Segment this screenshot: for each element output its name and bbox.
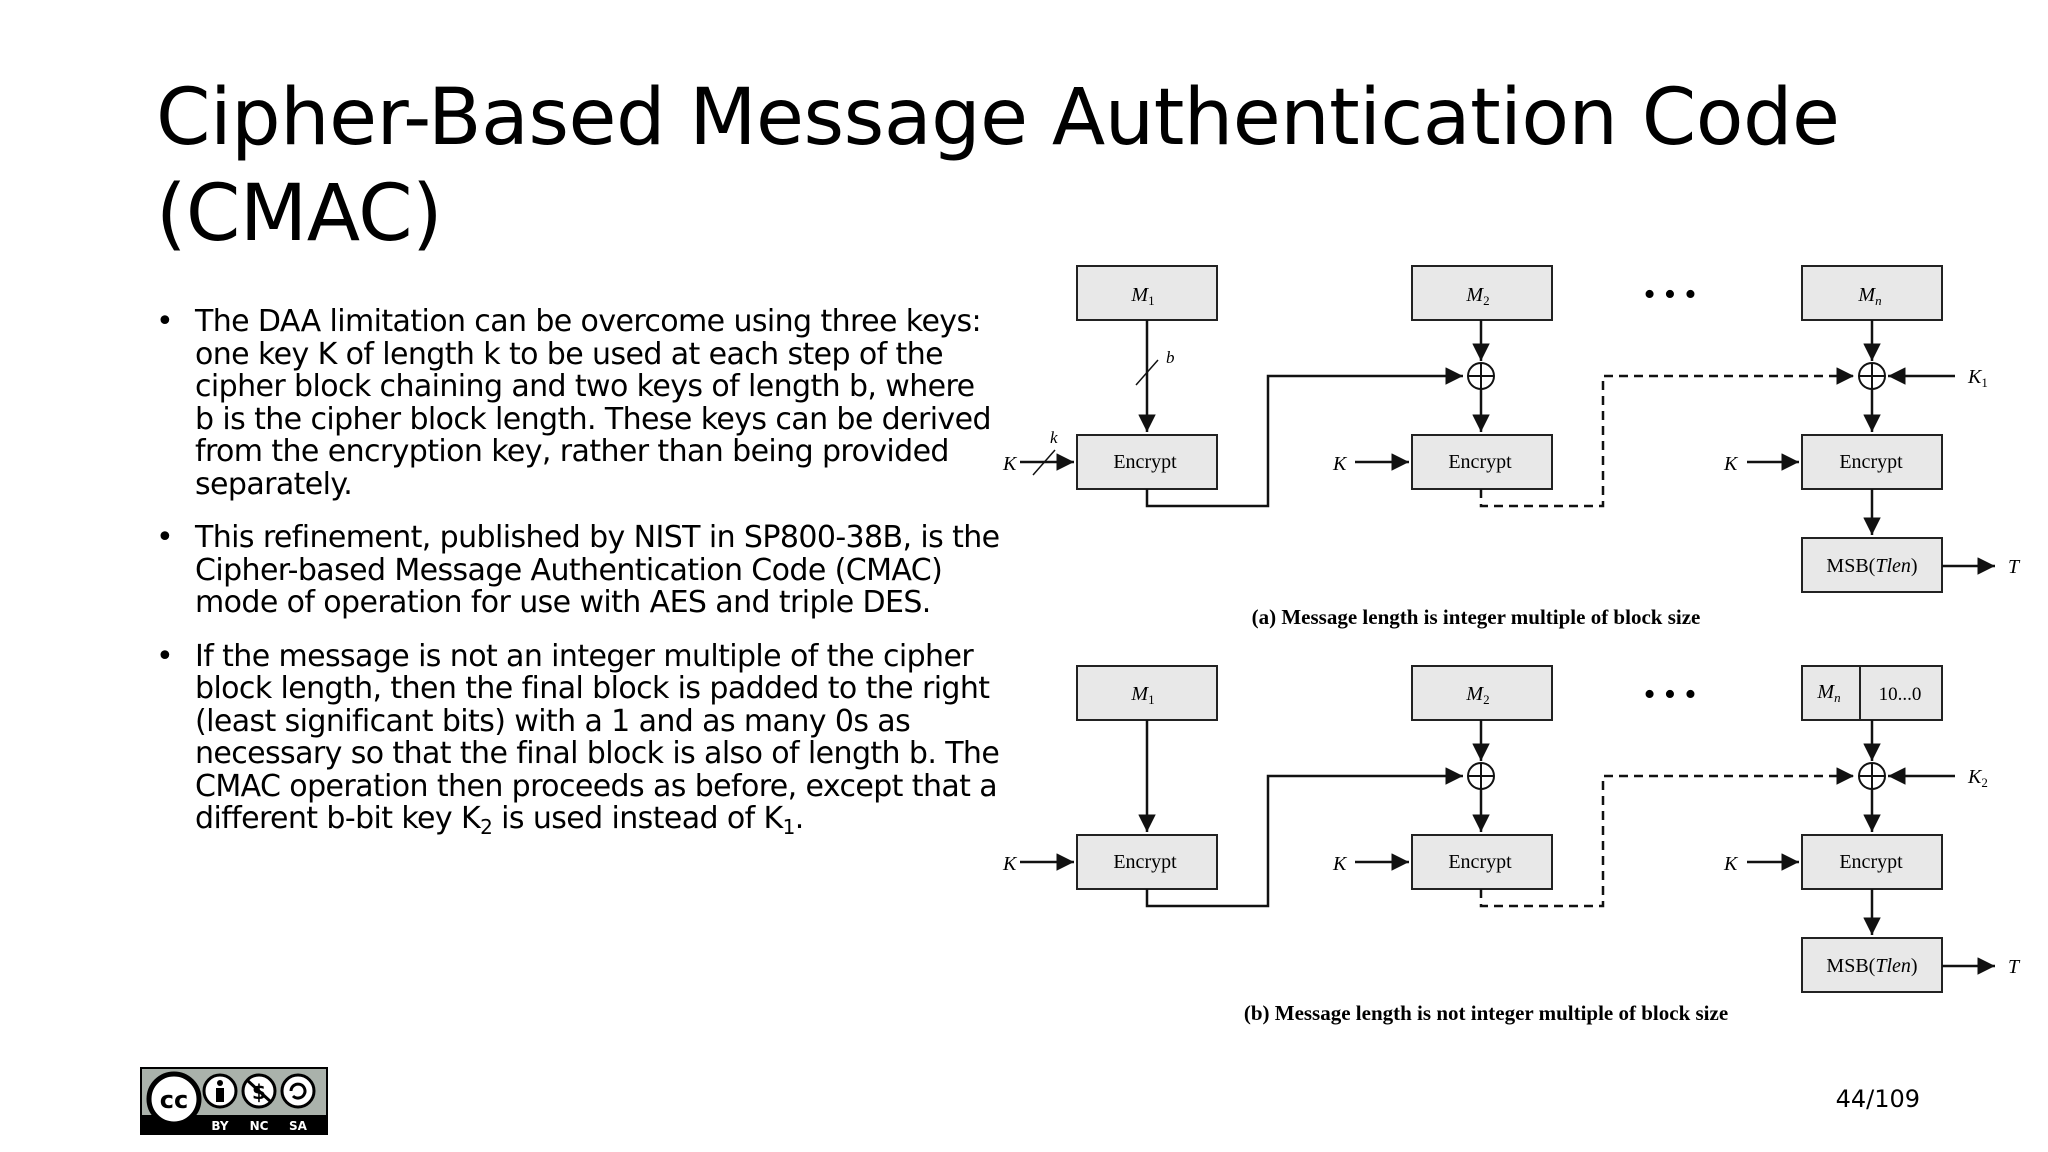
svg-text:Encrypt: Encrypt — [1113, 451, 1177, 473]
message-block-m1 — [1076, 665, 1218, 721]
svg-text:K1: K1 — [1967, 366, 1988, 390]
svg-text:MSB(Tlen): MSB(Tlen) — [1826, 955, 1917, 977]
bullet-text: If the message is not an integer multipl… — [195, 638, 1000, 839]
cc-by-nc-sa-icon: cc $ BY NC SA — [140, 1067, 328, 1135]
caption-a: (a) Message length is integer multiple o… — [1252, 605, 1701, 629]
svg-text:Encrypt: Encrypt — [1839, 451, 1903, 473]
svg-text:M1: M1 — [1130, 284, 1154, 308]
bullet-item: • This refinement, published by NIST in S… — [150, 520, 1000, 620]
svg-text:K: K — [1002, 453, 1018, 475]
svg-text:M2: M2 — [1465, 683, 1489, 707]
svg-text:Mn: Mn — [1857, 284, 1881, 308]
svg-text:Mn: Mn — [1816, 681, 1840, 705]
bullet-dot: • — [156, 638, 174, 674]
bullet-item: • If the message is not an integer multip… — [150, 638, 1000, 839]
svg-text:MSB(Tlen): MSB(Tlen) — [1826, 555, 1917, 577]
svg-text:M1: M1 — [1130, 683, 1154, 707]
svg-text:b: b — [1166, 348, 1175, 367]
message-block-m2 — [1411, 665, 1553, 721]
svg-text:Encrypt: Encrypt — [1448, 451, 1512, 473]
cmac-diagram: M1 M2 • • • Mn Encrypt Encrypt Encrypt M… — [980, 245, 2048, 1045]
bullet-item: • The DAA limitation can be overcome usin… — [150, 304, 1000, 502]
encrypt-block — [1411, 834, 1553, 890]
message-block-mn — [1801, 265, 1943, 321]
page-number: 44/109 — [1835, 1085, 1920, 1113]
svg-text:k: k — [1050, 428, 1058, 447]
caption-b: (b) Message length is not integer multip… — [1244, 1001, 1728, 1025]
svg-text:Encrypt: Encrypt — [1113, 851, 1177, 873]
msb-block — [1801, 937, 1943, 993]
message-block-m2 — [1411, 265, 1553, 321]
svg-text:K: K — [1332, 853, 1348, 875]
diagram-part-a: M1 M2 • • • Mn Encrypt Encrypt Encrypt M… — [1002, 265, 2021, 629]
msb-block — [1801, 537, 1943, 593]
bullet-list: • The DAA limitation can be overcome usin… — [150, 304, 1000, 857]
bullet-dot: • — [156, 520, 174, 555]
svg-text:T: T — [2008, 956, 2021, 978]
svg-text:cc: cc — [160, 1086, 188, 1114]
ellipsis: • • • — [1644, 676, 1697, 713]
encrypt-block — [1801, 434, 1943, 490]
bullet-text: The DAA limitation can be overcome using… — [195, 304, 991, 502]
svg-text:Encrypt: Encrypt — [1448, 851, 1512, 873]
svg-text:NC: NC — [250, 1119, 269, 1133]
svg-text:SA: SA — [289, 1119, 308, 1133]
ellipsis: • • • — [1644, 276, 1697, 313]
svg-text:K: K — [1723, 853, 1739, 875]
message-block-mn-padded — [1801, 665, 1943, 721]
diagram-part-b: M1 M2 • • • Mn 10...0 Encrypt Encrypt En… — [1002, 665, 2021, 1025]
encrypt-block — [1411, 434, 1553, 490]
svg-text:K: K — [1723, 453, 1739, 475]
svg-text:T: T — [2008, 556, 2021, 578]
svg-text:K: K — [1332, 453, 1348, 475]
slide-title: Cipher-Based Message Authentication Code… — [156, 70, 1956, 262]
title-line-1: Cipher-Based Message Authentication Code — [156, 73, 1840, 163]
bullet-text: This refinement, published by NIST in SP… — [195, 520, 1000, 620]
svg-text:K: K — [1002, 853, 1018, 875]
svg-text:K2: K2 — [1967, 766, 1988, 790]
svg-text:M2: M2 — [1465, 284, 1489, 308]
bullet-dot: • — [156, 304, 174, 339]
message-block-m1 — [1076, 265, 1218, 321]
svg-text:10...0: 10...0 — [1879, 684, 1922, 705]
svg-text:Encrypt: Encrypt — [1839, 851, 1903, 873]
svg-text:BY: BY — [211, 1119, 228, 1133]
title-line-2: (CMAC) — [156, 169, 443, 259]
